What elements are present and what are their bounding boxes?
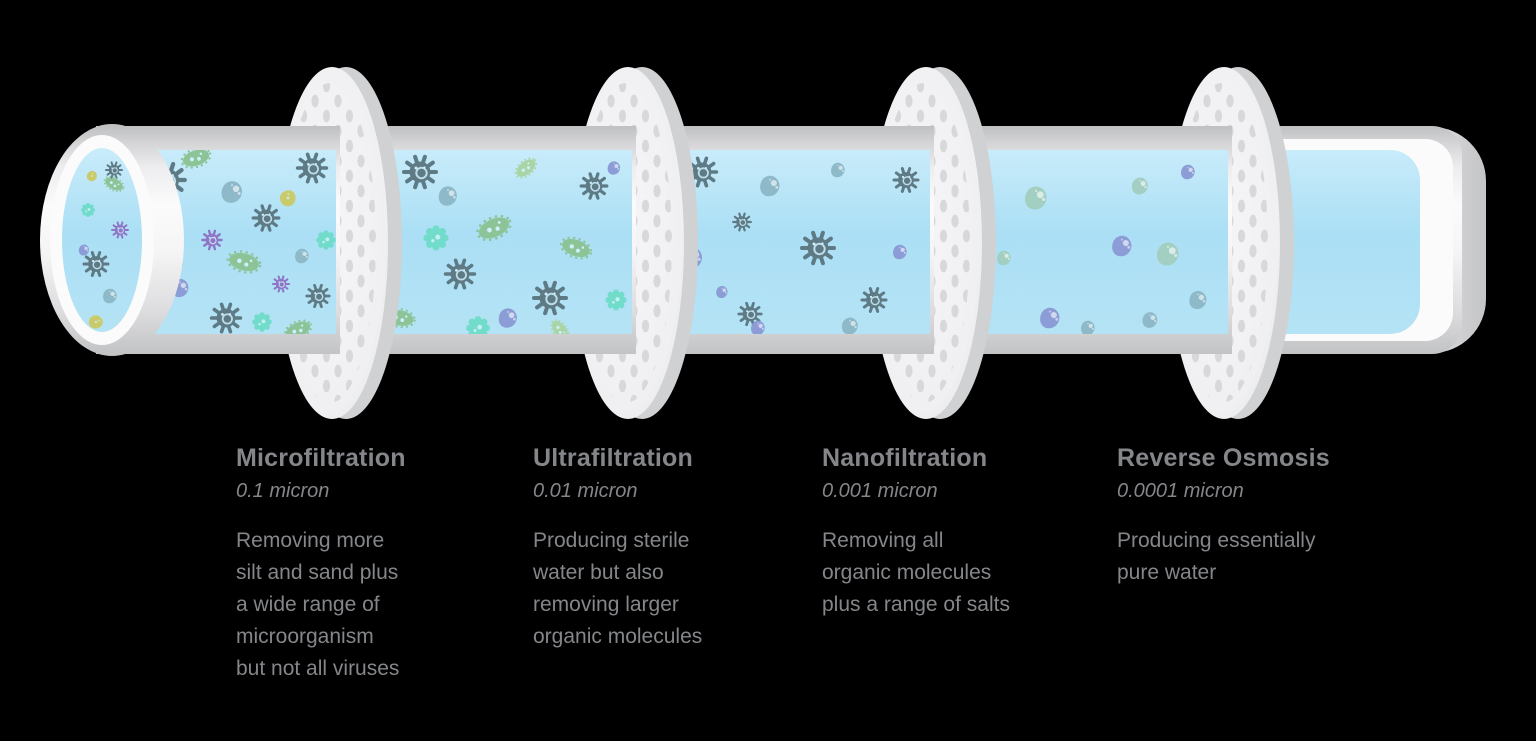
amoeba-icon [81,203,95,217]
pipe-mouth-water [62,148,142,332]
pipe-segment-1-raw-water [40,124,340,356]
amoeba-icon [252,312,272,332]
amoeba-icon [316,230,336,250]
amoeba-icon [605,289,627,311]
amoeba-icon [423,225,449,251]
